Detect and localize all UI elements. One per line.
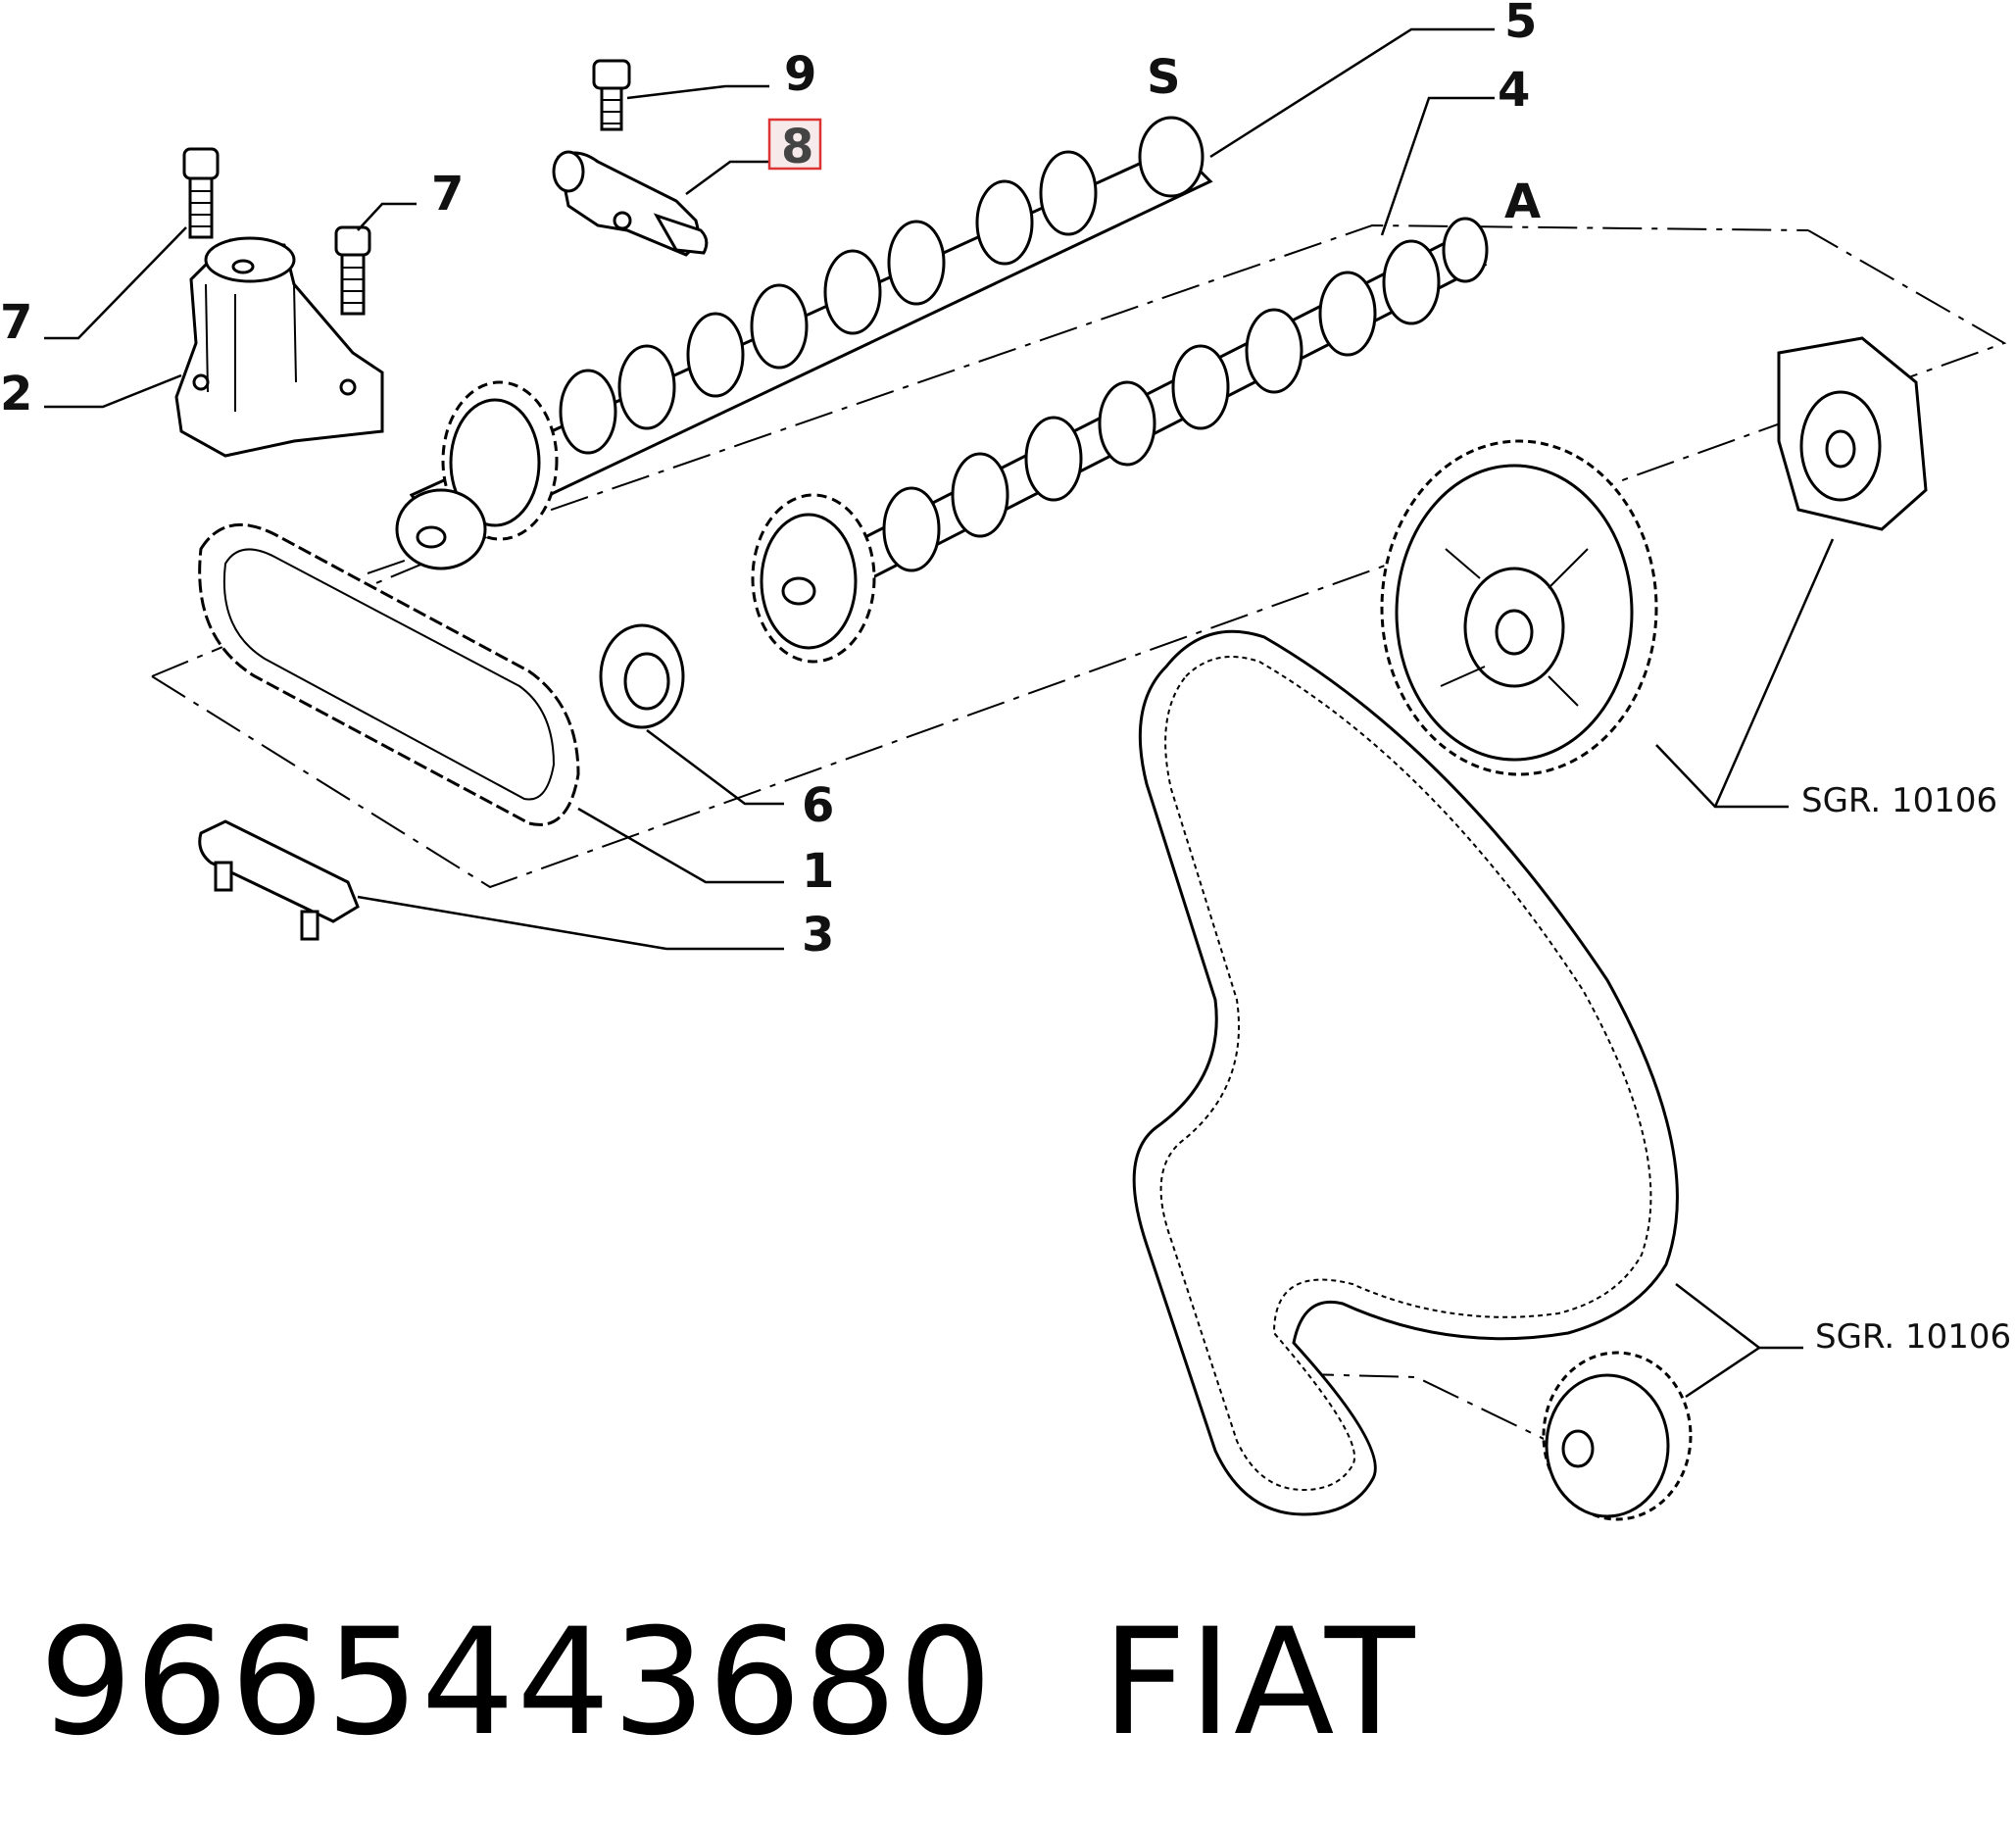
crank-pulley-lower bbox=[1542, 1351, 1693, 1521]
camshaft-a-lobes bbox=[882, 217, 1489, 572]
camshaft-a-sprocket bbox=[751, 493, 876, 664]
highlight-box bbox=[767, 118, 822, 171]
callout-7-left: 7 bbox=[0, 295, 32, 350]
part-7-bolt-right bbox=[334, 225, 371, 316]
brand-name: FIAT bbox=[1102, 1598, 1417, 1768]
part-3-chain-guide bbox=[198, 819, 360, 941]
camshaft-s bbox=[395, 116, 1213, 570]
part-9-bolt bbox=[592, 59, 631, 131]
part-7-bolt-left bbox=[182, 147, 220, 239]
cam-pulley-upper bbox=[1380, 336, 1928, 776]
callout-1: 1 bbox=[802, 844, 834, 899]
callout-4: 4 bbox=[1498, 63, 1530, 118]
part-2-bracket bbox=[174, 236, 384, 458]
callout-8: 8 bbox=[781, 120, 813, 174]
callout-9: 9 bbox=[784, 47, 816, 102]
callout-3: 3 bbox=[802, 908, 834, 963]
part-6-seal-ring bbox=[599, 623, 685, 729]
footer-caption: 9665443680 FIAT bbox=[39, 1598, 1416, 1768]
sgr-reference-lower: SGR. 10106 bbox=[1815, 1317, 2011, 1357]
sgr-reference-upper: SGR. 10106 bbox=[1801, 781, 1997, 820]
callout-s: S bbox=[1147, 50, 1181, 105]
callout-7-right: 7 bbox=[431, 167, 464, 222]
leader-lines bbox=[44, 27, 1835, 1399]
callout-5: 5 bbox=[1504, 0, 1537, 49]
assembly-frame-lines bbox=[151, 223, 2007, 1452]
part-number: 9665443680 bbox=[39, 1598, 995, 1768]
timing-belt bbox=[1132, 629, 1679, 1516]
callout-6: 6 bbox=[802, 778, 834, 833]
callout-a: A bbox=[1504, 174, 1541, 229]
camshaft-s-lobes bbox=[559, 116, 1205, 455]
callout-2: 2 bbox=[0, 367, 32, 421]
part-1-timing-chain bbox=[198, 522, 580, 826]
callout-labels: 5 4 S A 9 8 7 7 2 6 1 3 SGR. 10106 SGR. … bbox=[0, 0, 2011, 1357]
part-8-sensor bbox=[552, 150, 709, 257]
camshaft-a bbox=[751, 217, 1489, 664]
